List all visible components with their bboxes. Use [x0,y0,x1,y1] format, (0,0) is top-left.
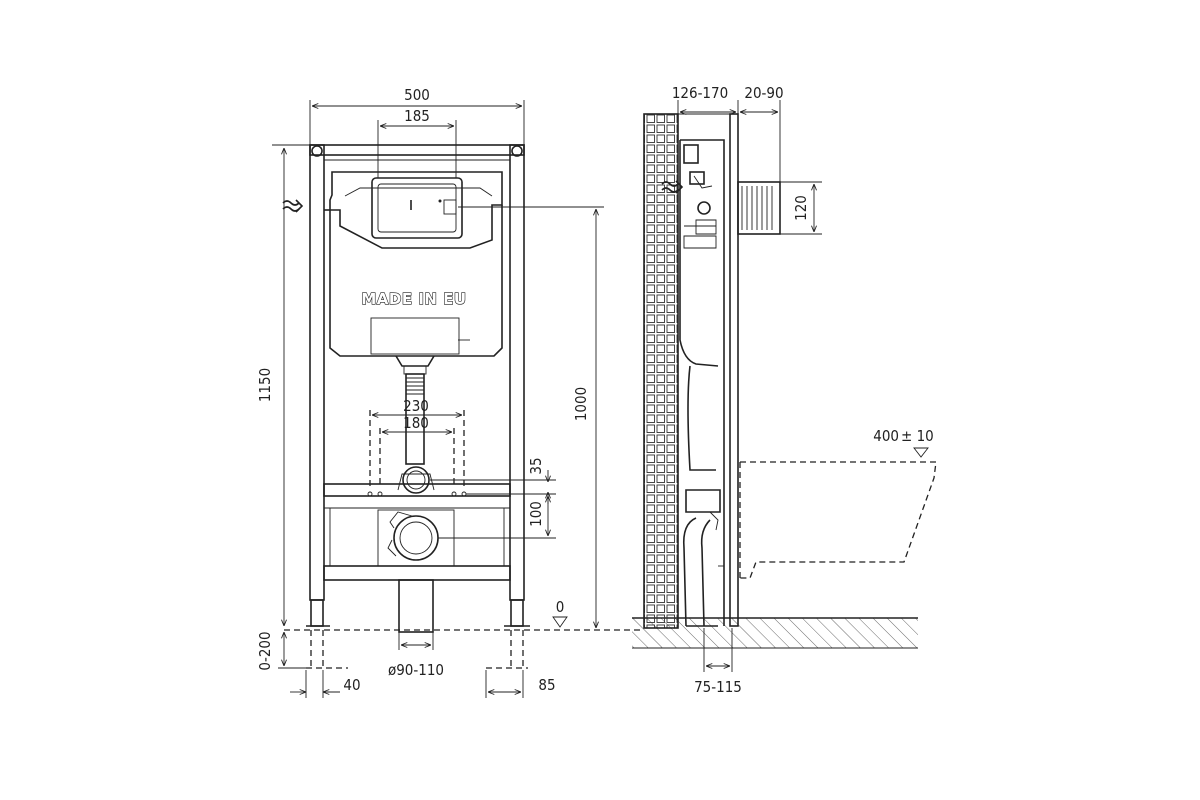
bowl-tolerance-dimension: ± 10 [901,427,934,445]
level-marker-icon [552,616,568,628]
drain-depth-dimension: 75-115 [694,678,742,696]
bolt-outer-dimension: 230 [403,397,429,415]
frame-mount-hole [311,145,323,157]
height-dimension: 1150 [256,368,274,402]
wall-depth-dimension: 126-170 [672,84,728,102]
flush-outlet [402,466,430,494]
panel-depth-dimension: 20-90 [744,84,783,102]
toilet-bowl-outline [740,461,937,579]
drain-diameter-dimension: ø90-110 [388,661,444,679]
front-panel [729,113,739,627]
side-inlet [737,181,781,235]
zero-level-label: 0 [556,598,565,616]
side-cistern [679,139,725,627]
foot-depth-dimension: 85 [538,676,555,694]
side-view: 126-170 20-90 120 400 ± 10 75-115 [632,84,937,696]
outlet-offset-dimension: 100 [527,501,545,527]
width-dimension: 500 [404,86,430,104]
flush-panel-opening [371,177,463,239]
tiled-wall [643,113,679,629]
bowl-height-dimension: 400 [873,427,899,445]
floor-section [632,618,918,648]
flush-height-dimension: 1000 [572,387,590,421]
made-in-eu-stamp: MADE IN EU [361,290,466,308]
water-inlet-icon [282,199,304,213]
frame-mount-hole [511,145,523,157]
level-marker-icon [913,447,929,458]
bolt-holes [367,410,467,497]
front-view: MADE IN EU [256,86,640,698]
drain-outlet [377,509,455,633]
water-inlet-icon [661,180,684,194]
inlet-size-dimension: 120 [792,195,810,221]
flush-pipe [395,355,435,494]
inlet-offset-dimension: 35 [527,457,545,474]
cistern: MADE IN EU [282,171,503,357]
panel-width-dimension: 185 [404,107,430,125]
bolt-inner-dimension: 180 [403,414,429,432]
foot-offset-dimension: 40 [343,676,360,694]
leg-extension-dimension: 0-200 [256,631,274,670]
